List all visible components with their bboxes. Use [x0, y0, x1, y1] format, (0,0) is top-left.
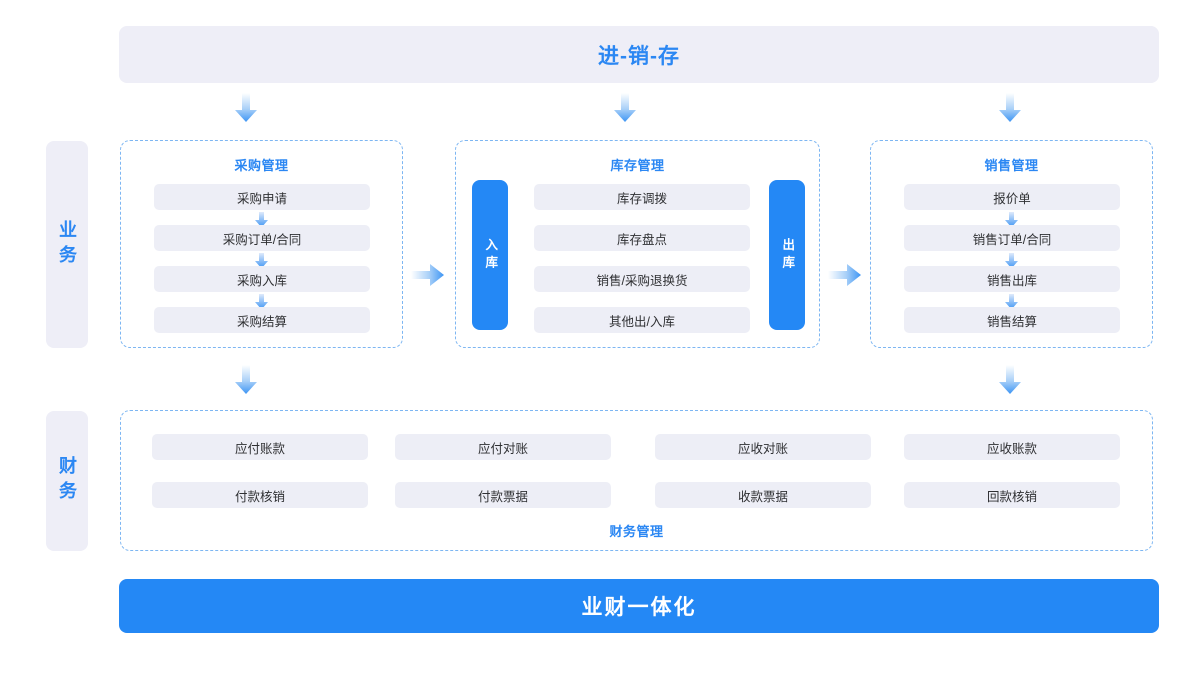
finance-item-payable-account[interactable]: 应付账款 — [152, 434, 368, 460]
inventory-item-0[interactable]: 库存调拨 — [534, 184, 750, 210]
arrow-down-icon-purchase-step-2 — [255, 253, 268, 269]
arrow-down-icon-top-to-purchase — [235, 93, 257, 122]
finance-item-collection-writeoff[interactable]: 回款核销 — [904, 482, 1120, 508]
arrow-down-icon-purchase-step-1 — [255, 212, 268, 228]
section-sales-management: 销售管理 报价单 销售订单/合同 销售出库 销售结算 — [870, 140, 1153, 348]
side-label-finance: 财务 — [46, 411, 88, 551]
finance-item-receivable-account[interactable]: 应收账款 — [904, 434, 1120, 460]
finance-item-receivable-reconcile[interactable]: 应收对账 — [655, 434, 871, 460]
inventory-tab-outbound-label: 出库 — [780, 237, 795, 273]
inventory-item-1[interactable]: 库存盘点 — [534, 225, 750, 251]
purchase-item-3[interactable]: 采购结算 — [154, 307, 370, 333]
arrow-down-icon-sales-step-2 — [1005, 253, 1018, 269]
arrow-down-icon-sales-step-3 — [1005, 294, 1018, 310]
sales-item-0[interactable]: 报价单 — [904, 184, 1120, 210]
purchase-item-0[interactable]: 采购申请 — [154, 184, 370, 210]
finance-item-payable-reconcile[interactable]: 应付对账 — [395, 434, 611, 460]
purchase-item-2[interactable]: 采购入库 — [154, 266, 370, 292]
section-purchase-title: 采购管理 — [234, 158, 289, 173]
inventory-tab-outbound[interactable]: 出库 — [769, 180, 805, 330]
arrow-down-icon-purchase-to-finance — [235, 365, 257, 394]
sales-item-3[interactable]: 销售结算 — [904, 307, 1120, 333]
side-label-business-text: 业务 — [57, 219, 77, 270]
bottom-banner: 业财一体化 — [119, 579, 1159, 633]
arrow-right-icon-inventory-to-sales — [828, 264, 861, 286]
sales-item-1[interactable]: 销售订单/合同 — [904, 225, 1120, 251]
side-label-business: 业务 — [46, 141, 88, 348]
finance-item-payment-voucher[interactable]: 付款票据 — [395, 482, 611, 508]
arrow-down-icon-purchase-step-3 — [255, 294, 268, 310]
section-finance-management: 应付账款 应付对账 应收对账 应收账款 付款核销 付款票据 收款票据 回款核销 … — [120, 410, 1153, 551]
finance-item-receipt-voucher[interactable]: 收款票据 — [655, 482, 871, 508]
finance-item-payment-writeoff[interactable]: 付款核销 — [152, 482, 368, 508]
top-banner: 进-销-存 — [119, 26, 1159, 83]
purchase-item-1[interactable]: 采购订单/合同 — [154, 225, 370, 251]
inventory-tab-inbound-label: 入库 — [483, 237, 498, 273]
section-inventory-management: 库存管理 入库 出库 库存调拨 库存盘点 销售/采购退换货 其他出/入库 — [455, 140, 820, 348]
sales-item-2[interactable]: 销售出库 — [904, 266, 1120, 292]
arrow-down-icon-top-to-inventory — [614, 93, 636, 122]
section-inventory-title: 库存管理 — [610, 158, 665, 173]
section-sales-title: 销售管理 — [984, 158, 1039, 173]
inventory-item-2[interactable]: 销售/采购退换货 — [534, 266, 750, 292]
inventory-tab-inbound[interactable]: 入库 — [472, 180, 508, 330]
arrow-down-icon-sales-to-finance — [999, 365, 1021, 394]
side-label-finance-text: 财务 — [57, 456, 77, 506]
section-finance-title: 财务管理 — [609, 524, 664, 539]
inventory-item-3[interactable]: 其他出/入库 — [534, 307, 750, 333]
arrow-down-icon-top-to-sales — [999, 93, 1021, 122]
arrow-right-icon-purchase-to-inventory — [411, 264, 444, 286]
section-purchase-management: 采购管理 采购申请 采购订单/合同 采购入库 采购结算 — [120, 140, 403, 348]
arrow-down-icon-sales-step-1 — [1005, 212, 1018, 228]
bottom-banner-label: 业财一体化 — [581, 596, 697, 619]
top-banner-label: 进-销-存 — [598, 44, 680, 68]
